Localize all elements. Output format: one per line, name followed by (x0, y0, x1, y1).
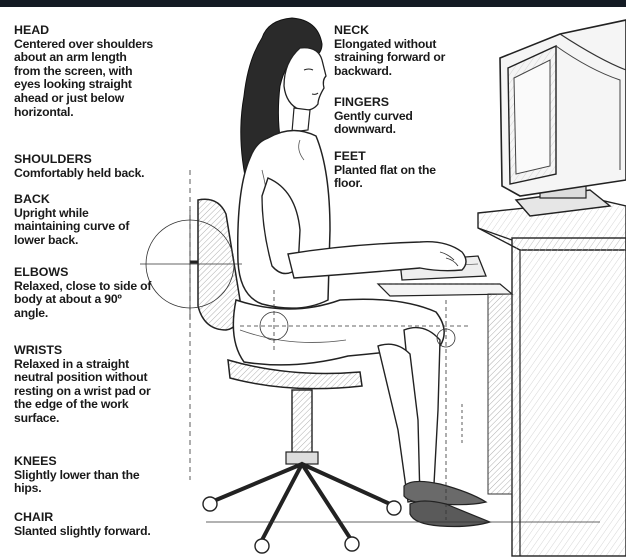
label-fingers-text: Gently curved downward. (334, 110, 413, 137)
label-shoulders: SHOULDERS Comfortably held back. (14, 153, 144, 180)
label-elbows-title: ELBOWS (14, 266, 151, 280)
label-shoulders-text: Comfortably held back. (14, 167, 144, 181)
label-wrists-text: Relaxed in a straight neutral position w… (14, 358, 151, 426)
monitor (500, 20, 626, 216)
label-chair-title: CHAIR (14, 511, 151, 525)
label-chair: CHAIR Slanted slightly forward. (14, 511, 151, 538)
label-neck: NECK Elongated without straining forward… (334, 24, 445, 78)
label-head-text: Centered over shoulders about an arm len… (14, 38, 153, 120)
label-knees-text: Slightly lower than the hips. (14, 469, 139, 496)
label-feet: FEET Planted flat on the floor. (334, 150, 436, 191)
label-back-title: BACK (14, 193, 129, 207)
label-chair-text: Slanted slightly forward. (14, 525, 151, 539)
label-knees-title: KNEES (14, 455, 139, 469)
label-head: HEAD Centered over shoulders about an ar… (14, 24, 153, 119)
label-elbows-text: Relaxed, close to side of body at about … (14, 280, 151, 321)
label-wrists-title: WRISTS (14, 344, 151, 358)
label-fingers-title: FINGERS (334, 96, 413, 110)
label-head-title: HEAD (14, 24, 153, 38)
label-feet-title: FEET (334, 150, 436, 164)
label-shoulders-title: SHOULDERS (14, 153, 144, 167)
label-neck-title: NECK (334, 24, 445, 38)
label-elbows: ELBOWS Relaxed, close to side of body at… (14, 266, 151, 320)
label-knees: KNEES Slightly lower than the hips. (14, 455, 139, 496)
label-back: BACK Upright while maintaining curve of … (14, 193, 129, 247)
label-feet-text: Planted flat on the floor. (334, 164, 436, 191)
label-wrists: WRISTS Relaxed in a straight neutral pos… (14, 344, 151, 426)
label-neck-text: Elongated without straining forward or b… (334, 38, 445, 79)
label-back-text: Upright while maintaining curve of lower… (14, 207, 129, 248)
label-fingers: FINGERS Gently curved downward. (334, 96, 413, 137)
